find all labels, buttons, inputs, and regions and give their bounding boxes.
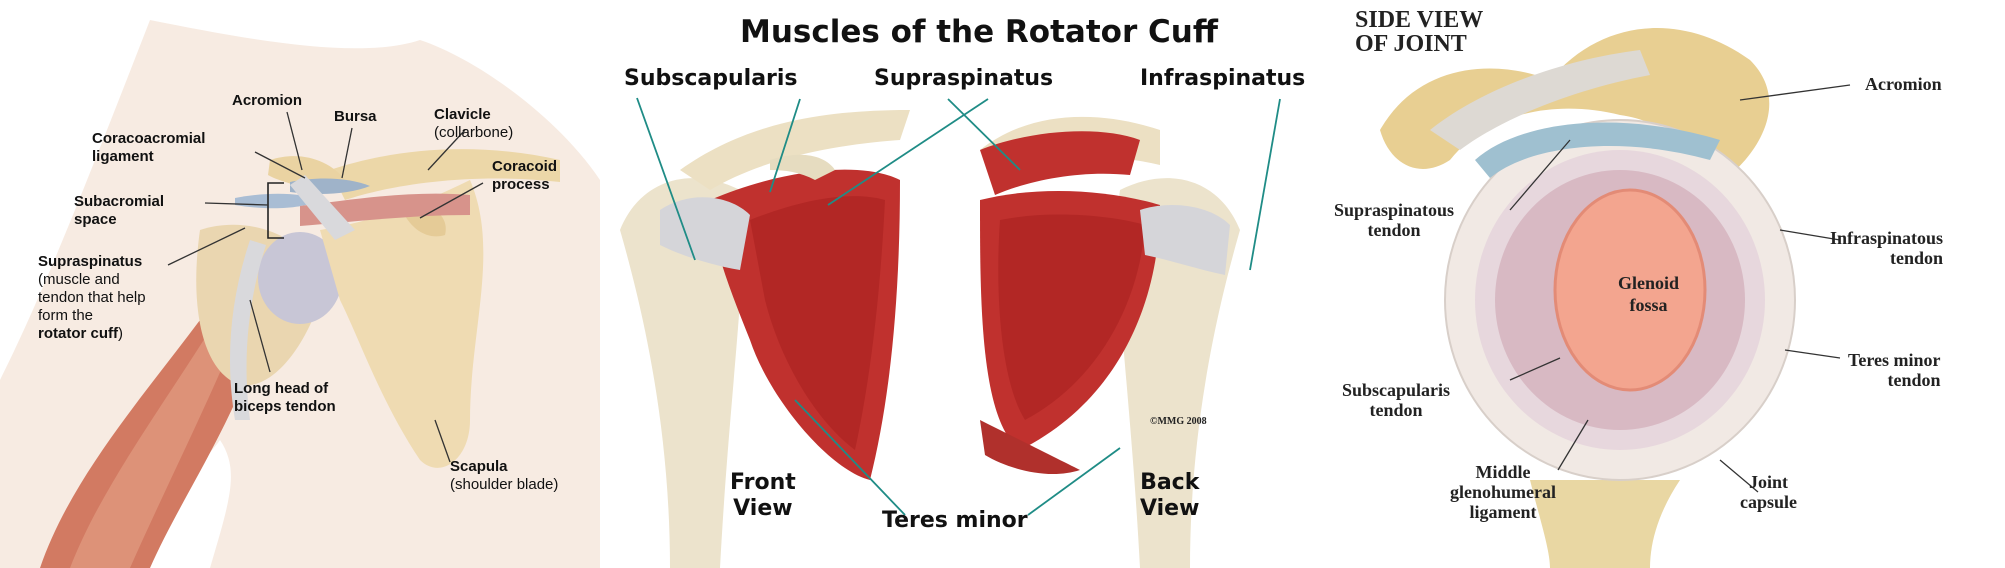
- rotator-cuff-panel: Muscles of the Rotator Cuff Subscapulari…: [600, 0, 1320, 568]
- label-subscapularis: Subscapularis: [624, 66, 798, 91]
- label-bursa: Bursa: [334, 108, 377, 125]
- label-supraspinatus-mid: Supraspinatus: [874, 66, 1054, 91]
- pointer-lines-right: [1509, 84, 1851, 493]
- label-infraspinatus: Infraspinatus: [1140, 66, 1306, 91]
- coracoacromial-ligament: [290, 175, 355, 240]
- label-clavicle: Clavicle(collarbone): [434, 106, 514, 141]
- acromion-ligament: [1430, 50, 1650, 150]
- teal-pointer-lines: [636, 97, 1281, 516]
- pointer-lines: [167, 111, 484, 463]
- acromion-arch: [1380, 27, 1770, 175]
- label-teres-minor: Teres minor: [882, 508, 1028, 533]
- front-humerus: [620, 178, 743, 568]
- rotator-cuff-illustration: [620, 97, 1281, 568]
- glenoid-fossa: [1553, 188, 1707, 392]
- subacromial-bracket: [267, 182, 284, 239]
- supraspinatous-tendon-band: [1475, 122, 1720, 178]
- label-acromion: Acromion: [232, 92, 303, 109]
- back-teres-minor-muscle: [980, 420, 1080, 475]
- shoulder-anatomy-illustration: [0, 0, 600, 568]
- front-coracoid: [770, 154, 835, 180]
- back-tendon: [1140, 205, 1230, 275]
- rotator-cuff-title: Muscles of the Rotator Cuff: [740, 14, 1218, 50]
- humeral-head: [258, 232, 342, 324]
- biceps-tendon: [230, 240, 266, 420]
- front-tendon: [660, 197, 750, 270]
- back-supraspinatus-muscle: [980, 131, 1140, 195]
- label-acromion-right: Acromion: [1865, 74, 1942, 94]
- front-acromion: [680, 110, 910, 190]
- shoulder-anatomy-panel: Acromion Bursa Clavicle(collarbone) Cora…: [0, 0, 600, 568]
- scapula-neck: [1530, 480, 1680, 568]
- scapula: [320, 180, 484, 468]
- label-scapula: Scapula(shoulder blade): [450, 458, 559, 493]
- glenoid-side-view-illustration: [1380, 27, 1851, 568]
- label-supraspinatus: Supraspinatus (muscle and tendon that he…: [38, 253, 146, 342]
- copyright-mark: ©MMG 2008: [1150, 416, 1207, 427]
- clavicle: [330, 149, 560, 200]
